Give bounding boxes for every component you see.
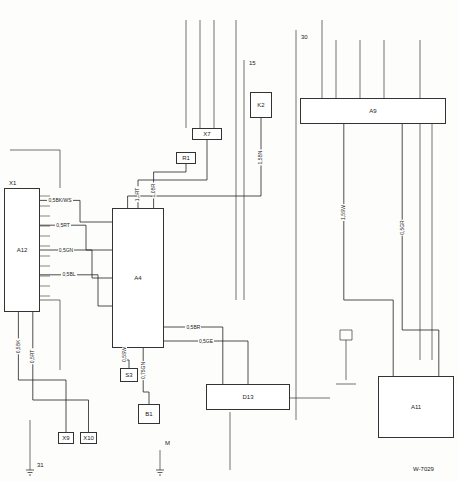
component-name: R1	[182, 155, 190, 162]
wire	[40, 275, 112, 306]
wire-code: 1,5RT	[136, 186, 141, 202]
component-name: A9	[369, 108, 376, 115]
component-box: A4	[112, 208, 164, 348]
component-name: X9	[62, 435, 69, 442]
wire	[40, 250, 112, 278]
component-box: D13	[206, 384, 290, 410]
wire	[128, 118, 261, 208]
component-name: A4	[134, 275, 141, 282]
wire-code: 0,5RT	[30, 348, 35, 364]
wire	[18, 312, 66, 432]
wire-code: 0,5GN	[58, 248, 74, 253]
wire-code: 1,5SW	[341, 203, 346, 220]
wire-code: 0,5BR	[185, 325, 201, 330]
wire	[40, 200, 112, 222]
component-box: K2	[250, 92, 272, 118]
component-box: X10	[80, 432, 97, 444]
component-box: A11	[378, 376, 454, 438]
wire	[40, 225, 112, 250]
wire-code: 0,5RT	[55, 223, 71, 228]
wire	[402, 124, 439, 376]
wire	[164, 341, 248, 384]
wire	[33, 312, 89, 432]
component-name: A11	[411, 404, 421, 411]
component-box: B1	[138, 404, 160, 424]
wire	[344, 124, 393, 376]
terminal-label: M	[164, 440, 171, 446]
ground-symbols	[26, 470, 164, 475]
component-name: B1	[145, 411, 152, 418]
component-name: K2	[257, 102, 264, 109]
component-name: X10	[83, 435, 94, 442]
terminal-label: 31	[36, 462, 45, 468]
terminal-label: 15	[248, 60, 257, 66]
drawing-number: W-7029	[412, 466, 435, 472]
component-box: S3	[120, 368, 138, 382]
component-box: A12	[4, 188, 40, 312]
pin-stubs	[40, 196, 50, 296]
wire-code: 1,5BN	[259, 149, 264, 165]
wire-code: 0,5BL	[61, 272, 76, 277]
terminal-label: X1	[8, 180, 17, 186]
wire-code: 0,5BK	[16, 338, 21, 354]
wire-code: 0,5BK/WS	[47, 198, 72, 203]
component-box: X9	[58, 432, 74, 444]
wire	[138, 140, 207, 208]
component-name: S3	[125, 372, 132, 379]
wire	[154, 164, 186, 208]
wire	[164, 327, 223, 384]
wire-code: 0,75GN	[141, 360, 146, 379]
component-name: D13	[242, 394, 253, 401]
component-box: X7	[192, 128, 222, 140]
component-box: R1	[176, 152, 196, 164]
wire-code: 1,0BR	[151, 182, 156, 198]
component-box: A9	[300, 98, 446, 124]
component-name: X7	[203, 131, 210, 138]
wire-code: 0,5SW	[122, 345, 127, 362]
wire-code: 0,5GE	[198, 339, 214, 344]
wire-code: 0,5GR	[400, 219, 405, 235]
terminal-label: 30	[300, 34, 309, 40]
component-name: A12	[17, 247, 28, 254]
wire-set	[10, 20, 432, 470]
